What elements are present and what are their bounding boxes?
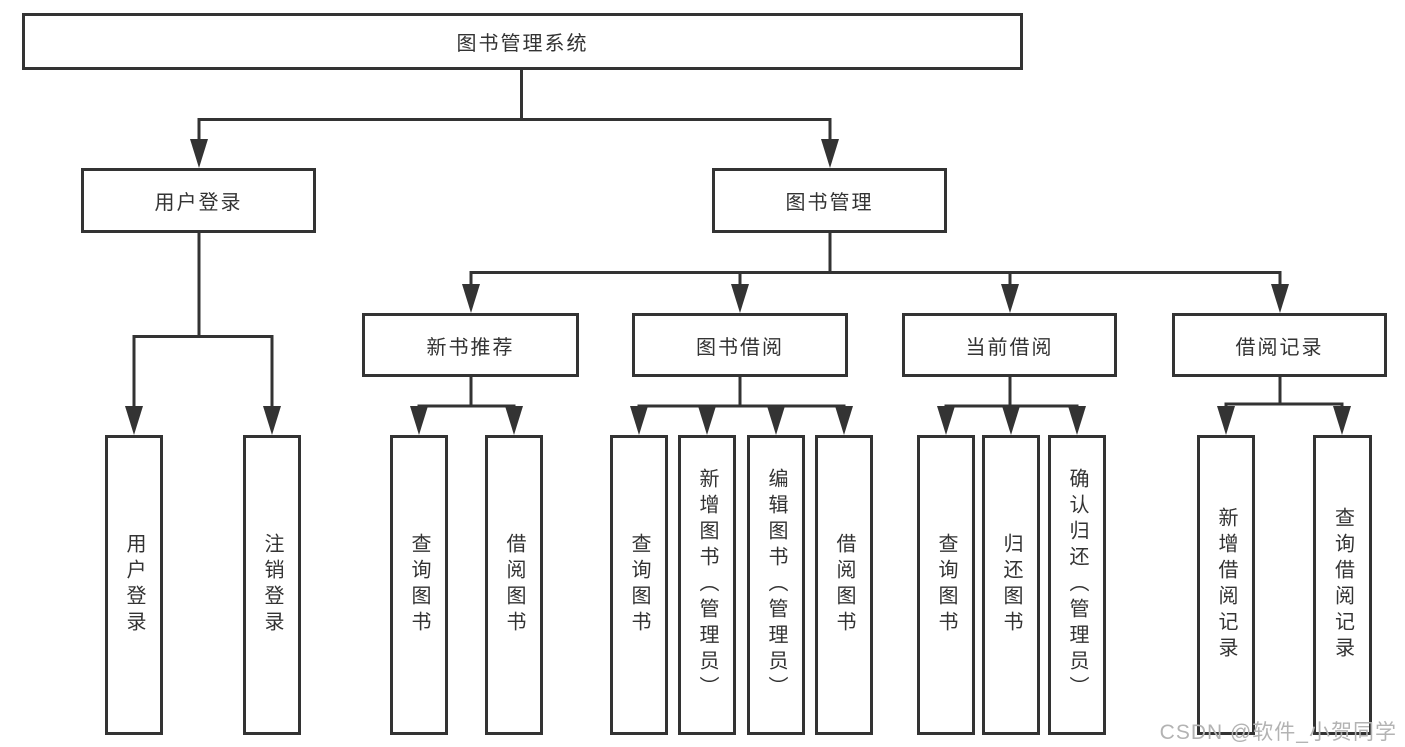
leaf-rec-search-book: 查询图书 <box>390 435 448 735</box>
node-book-management: 图书管理 <box>712 168 947 233</box>
leaf-borrow-search-book: 查询图书 <box>610 435 668 735</box>
node-new-book-recommend: 新书推荐 <box>362 313 579 377</box>
leaf-return-book: 归还图书 <box>982 435 1040 735</box>
leaf-add-borrow-record: 新增借阅记录 <box>1197 435 1255 735</box>
leaf-search-borrow-record: 查询借阅记录 <box>1313 435 1372 735</box>
leaf-confirm-return-admin: 确认归还（管理员） <box>1048 435 1106 735</box>
node-current-borrow: 当前借阅 <box>902 313 1117 377</box>
arrowheads <box>125 139 1351 435</box>
node-borrow-records: 借阅记录 <box>1172 313 1387 377</box>
node-book-borrow: 图书借阅 <box>632 313 848 377</box>
leaf-add-book-admin: 新增图书（管理员） <box>678 435 736 735</box>
leaf-user-login: 用户登录 <box>105 435 163 735</box>
leaf-edit-book-admin: 编辑图书（管理员） <box>747 435 805 735</box>
leaf-current-search-book: 查询图书 <box>917 435 975 735</box>
leaf-rec-borrow-book: 借阅图书 <box>485 435 543 735</box>
leaf-logout-login: 注销登录 <box>243 435 301 735</box>
node-user-login: 用户登录 <box>81 168 316 233</box>
csdn-watermark: CSDN @软件_小贺同学 <box>1159 721 1397 744</box>
leaf-borrow-book: 借阅图书 <box>815 435 873 735</box>
node-root-system: 图书管理系统 <box>22 13 1023 70</box>
